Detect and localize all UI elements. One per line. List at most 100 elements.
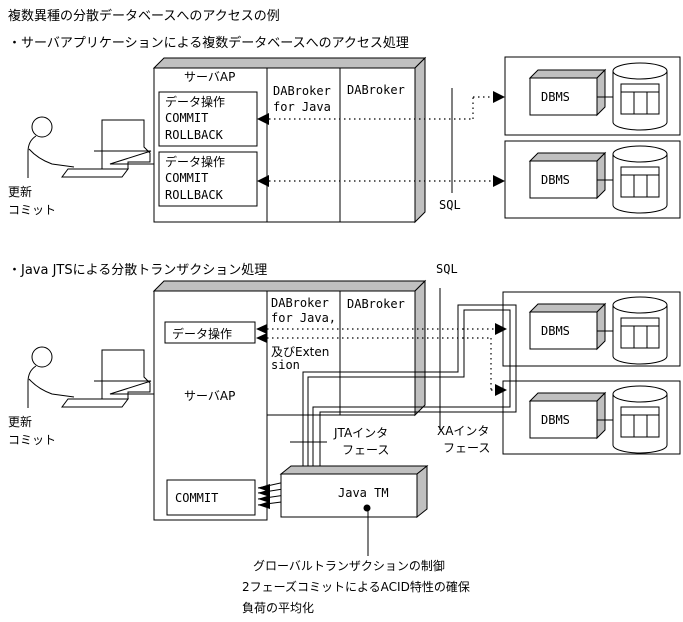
user-action-label: 更新 [8,414,32,429]
database-cylinder-icon [612,385,668,454]
dbms-label: DBMS [541,324,570,338]
user-action-label: 更新 [8,184,32,199]
user-action-label2: コミット [8,203,56,217]
page-title: 複数異種の分散データベースへのアクセスの例 [8,8,280,24]
section2-heading: ・Java JTSによる分散トランザクション処理 [8,263,267,278]
table-icon [620,83,660,115]
op-label: データ操作 [172,326,232,341]
terminal-keyboard-icon [61,398,129,408]
note-pointer-dot [363,504,371,512]
data-op-box [164,321,256,344]
dbms-container-2: DBMS [502,380,681,455]
op2-line2: COMMIT [165,171,208,185]
callout-line [94,380,154,395]
dbms-right-bevel [596,151,606,200]
user-action-label2: コミット [8,433,56,447]
sql-label: SQL [436,262,458,276]
dbms-label: DBMS [541,413,570,427]
data-op-box-1 [158,91,258,147]
dbms-container-2: DBMS [504,140,681,219]
javatm-label: Java TM [338,486,389,500]
xa-interface-label2: フェース [443,441,490,455]
callout-line [94,150,154,165]
dbms-top-bevel [528,392,607,402]
op1-line3: ROLLBACK [165,128,224,142]
transaction-loop-lines [257,304,517,509]
terminal-monitor-icon [101,349,151,400]
arrow-left-icon [258,501,270,509]
dabroker-java-label-2: for Java [273,100,331,114]
dbms-right-bevel [596,68,606,117]
dbms-top-bevel [528,69,607,79]
dbms-label: DBMS [541,173,570,187]
table-icon [620,406,660,438]
javatm-3d-box: Java TM [279,464,429,556]
jta-interface-label: JTAインタ [333,426,388,440]
dbms-container-1: DBMS [504,56,681,136]
note-line: グローバルトランザクションの制御 [253,558,445,573]
dabroker-java-label-1: DABroker [273,84,331,98]
database-cylinder-icon [612,296,668,365]
database-cylinder-icon [612,145,668,214]
op1-line2: COMMIT [165,111,208,125]
dbms-box [529,400,598,439]
terminal-keyboard-icon [61,168,129,178]
section1-heading: ・サーバアプリケーションによる複数データベースへのアクセス処理 [8,35,409,51]
commit-label: COMMIT [175,491,218,505]
commit-box [166,479,256,516]
middleware-column-2 [339,290,416,416]
user-terminal-icon [27,346,154,408]
dbms-right-bevel [596,391,606,440]
arrow-left-icon [257,113,269,125]
person-head-icon [31,346,53,368]
table-icon [620,166,660,198]
person-body-icon [27,365,75,408]
dbms-top-bevel [528,303,607,313]
arrow-left-icon [258,495,270,503]
section2: 更新 コミット DABroker for Java, 及びExten sion … [8,262,681,615]
arrow-right-icon [493,91,505,103]
note-line: 負荷の平均化 [242,601,314,615]
person-body-icon [27,135,75,178]
dabroker-java-label-2: for Java, [271,311,336,325]
sql-flow-dotted-lines [257,91,505,187]
xa-interface-label: XAインタ [437,424,489,438]
dabroker-java-label-1: DABroker [271,296,329,310]
table-icon [620,317,660,349]
dabroker-java-label-3: 及びExten [271,345,329,359]
dbms-right-bevel [596,302,606,351]
section1: 更新 コミット サーバAP データ操作 COMMIT ROLLBACK データ操… [8,56,681,224]
dabroker-label: DABroker [347,297,405,311]
server-ap-label: サーバAP [184,389,235,403]
op2-line3: ROLLBACK [165,188,224,202]
box-right-bevel [416,464,428,519]
arrow-left-icon [256,324,267,334]
box-top-bevel [279,465,429,475]
dbms-box [529,311,598,350]
person-head-icon [31,116,53,138]
jta-interface-label2: フェース [342,443,389,457]
dbms-box [529,160,598,199]
arrow-right-icon [493,175,505,187]
box-right-bevel [414,56,426,224]
user-terminal-icon [27,116,154,178]
arrow-left-icon [257,175,269,187]
server-ap-label: サーバAP [184,70,235,84]
sql-label: SQL [439,198,461,212]
terminal-monitor-icon [101,119,151,170]
op1-line1: データ操作 [165,94,225,109]
dabroker-java-label-4: sion [271,358,300,372]
arrow-right-icon [495,384,507,396]
data-op-box-2 [158,151,258,207]
op2-line1: データ操作 [165,154,225,169]
box-top-bevel [152,280,427,292]
database-cylinder-icon [612,62,668,131]
box-top-bevel [152,57,427,69]
note-line: 2フェーズコミットによるACID特性の確保 [242,579,470,594]
box-right-bevel [414,279,426,417]
dbms-label: DBMS [541,90,570,104]
arrow-left-icon [256,333,267,343]
arrow-right-icon [495,323,507,335]
